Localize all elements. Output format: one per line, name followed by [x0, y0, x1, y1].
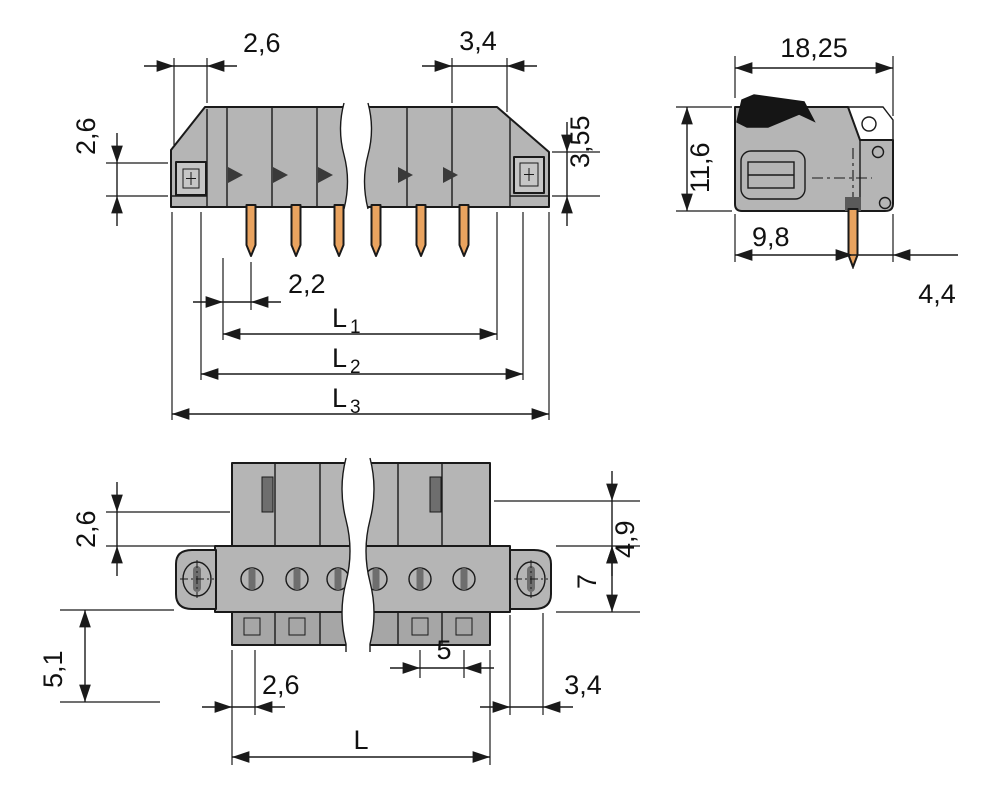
bottom-view: 2,6 5,1 4,9 7 [38, 457, 640, 765]
solder-pin [415, 204, 427, 257]
dim-label-bottom-right-offset: 3,4 [564, 670, 602, 700]
dim-label-bottom-body-height: 7 [572, 574, 602, 589]
solder-pin [245, 204, 257, 257]
side-connector-body [734, 94, 894, 272]
solder-pin [290, 204, 302, 257]
dim-front-l2: L 2 [200, 212, 524, 380]
side-solder-pin [847, 208, 859, 268]
dim-front-flange-height: 2,6 [71, 117, 168, 226]
dim-bottom-collar-height: 2,6 [71, 482, 230, 576]
dim-front-chamfer-height: 3,55 [552, 115, 600, 226]
dim-label-bottom-left-offset: 2,6 [262, 670, 300, 700]
dim-label-front-end-offset: 3,4 [459, 26, 497, 56]
dim-bottom-left-offset: 2,6 [202, 650, 300, 715]
upper-housing-right [365, 462, 491, 547]
dim-label-bottom-socket-height: 4,9 [610, 520, 640, 558]
detail-hole [871, 145, 885, 159]
detail-hole [878, 196, 892, 210]
dim-front-l3: L 3 [171, 212, 550, 420]
dim-label-front-flange-width: 2,6 [243, 28, 281, 58]
dim-label-bottom-collar-height: 2,6 [71, 510, 101, 548]
dim-label-front-flange-height: 2,6 [71, 117, 101, 155]
dim-label-l2-sub: 2 [350, 357, 361, 378]
dim-label-side-pin-to-back: 4,4 [918, 279, 956, 309]
dim-label-l1-sub: 1 [350, 317, 361, 338]
dim-bottom-right-offset: 3,4 [480, 613, 602, 715]
upper-housing-left [231, 462, 351, 547]
front-solder-pins [245, 204, 470, 257]
dim-label-l1: L [332, 303, 347, 333]
dim-label-l3: L [332, 383, 347, 413]
dim-bottom-socket-height: 4,9 [494, 471, 640, 576]
front-break [339, 102, 373, 210]
dim-label-front-pin-offset: 2,2 [288, 269, 326, 299]
front-view: 2,6 3,4 2,6 3,55 [71, 26, 600, 420]
dim-label-side-depth: 18,25 [780, 33, 848, 63]
solder-pin [333, 204, 345, 257]
dim-label-front-chamfer-height: 3,55 [565, 115, 595, 168]
dim-label-side-height: 11,6 [685, 142, 715, 193]
bottom-break [341, 457, 375, 652]
solder-pin [370, 204, 382, 257]
dim-side-pin-to-back: 4,4 [853, 214, 958, 309]
dim-label-side-pin-to-front: 9,8 [752, 222, 790, 252]
dim-label-bottom-pin-pitch: 5 [436, 635, 451, 665]
release-lever [736, 94, 816, 128]
dim-bottom-pin-pitch: 5 [390, 635, 494, 678]
dim-side-depth: 18,25 [734, 33, 894, 116]
dim-label-l2: L [332, 343, 347, 373]
dim-label-bottom-lower-height: 5,1 [38, 650, 68, 688]
dim-label-l3-sub: 3 [350, 397, 361, 418]
dim-bottom-lower-height: 5,1 [38, 609, 174, 703]
dim-label-bottom-length: L [353, 725, 368, 755]
dim-bottom-body-height: 7 [556, 546, 640, 613]
dim-front-flange-width: 2,6 [144, 28, 281, 145]
dim-front-end-offset: 3,4 [422, 26, 537, 112]
dim-front-pin-offset: 2,2 [193, 258, 326, 340]
dim-bottom-length: L [231, 650, 491, 765]
side-view: 18,25 11,6 9,8 4,4 [676, 33, 958, 309]
detail-hole [861, 116, 877, 132]
dim-front-l1: L 1 [223, 212, 498, 340]
dim-side-pin-to-front: 9,8 [734, 214, 853, 262]
solder-pin [847, 208, 859, 268]
contact-marks [228, 167, 458, 183]
dim-side-height: 11,6 [676, 106, 732, 212]
solder-pin [458, 204, 470, 257]
